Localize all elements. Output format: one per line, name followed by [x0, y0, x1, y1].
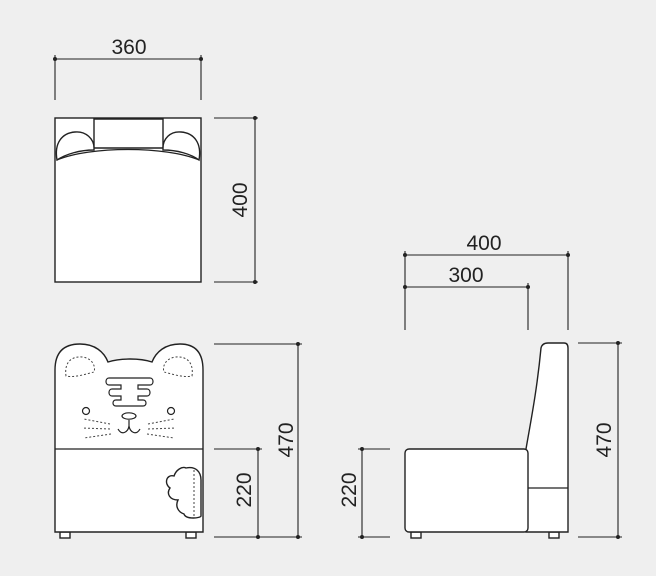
front-view-outline [54, 343, 204, 533]
dimension-label-400-top: 400 [229, 182, 252, 217]
left-eye-icon [81, 406, 91, 416]
tail-pattern-icon [165, 466, 202, 519]
whiskers-icon [81, 418, 177, 439]
dimension-side-total-depth: 400 [403, 232, 570, 330]
nose-icon [121, 412, 137, 420]
side-back-foot [548, 531, 560, 539]
dimension-side-seat-depth: 300 [403, 264, 530, 330]
dimension-label-400-side: 400 [466, 232, 501, 255]
dimension-front-total-height: 470 [214, 342, 302, 539]
top-view-backrest [93, 118, 164, 149]
top-view-right-ear [162, 131, 201, 162]
dimension-side-total-height: 470 [578, 341, 622, 539]
dimension-label-470-front: 470 [275, 422, 298, 457]
front-view: 220 470 [54, 342, 302, 539]
dimension-top-depth: 400 [214, 116, 258, 284]
mouth-icon [117, 420, 141, 434]
dimension-label-470-side: 470 [593, 422, 616, 457]
dimension-front-seat-height: 220 [214, 447, 302, 539]
dimension-label-360: 360 [111, 36, 146, 59]
top-view-left-ear [55, 131, 95, 162]
side-view: 400 300 220 [338, 232, 622, 539]
top-view: 360 400 [53, 36, 258, 284]
dimension-label-220-side: 220 [338, 472, 361, 507]
front-left-foot [59, 531, 71, 539]
right-ear-inner-icon [163, 356, 193, 377]
dimension-label-220-front: 220 [233, 472, 256, 507]
side-view-backrest [525, 342, 569, 533]
top-view-backrest-edge [56, 148, 200, 161]
side-view-seat [404, 448, 529, 533]
dimension-label-300: 300 [448, 264, 483, 287]
forehead-stripe-icon [105, 377, 154, 407]
right-eye-icon [166, 406, 176, 416]
front-right-foot [185, 531, 197, 539]
dimension-top-width: 360 [53, 36, 203, 100]
side-front-foot [410, 531, 422, 539]
left-ear-inner-icon [65, 356, 95, 377]
dimension-side-seat-height: 220 [338, 447, 390, 539]
